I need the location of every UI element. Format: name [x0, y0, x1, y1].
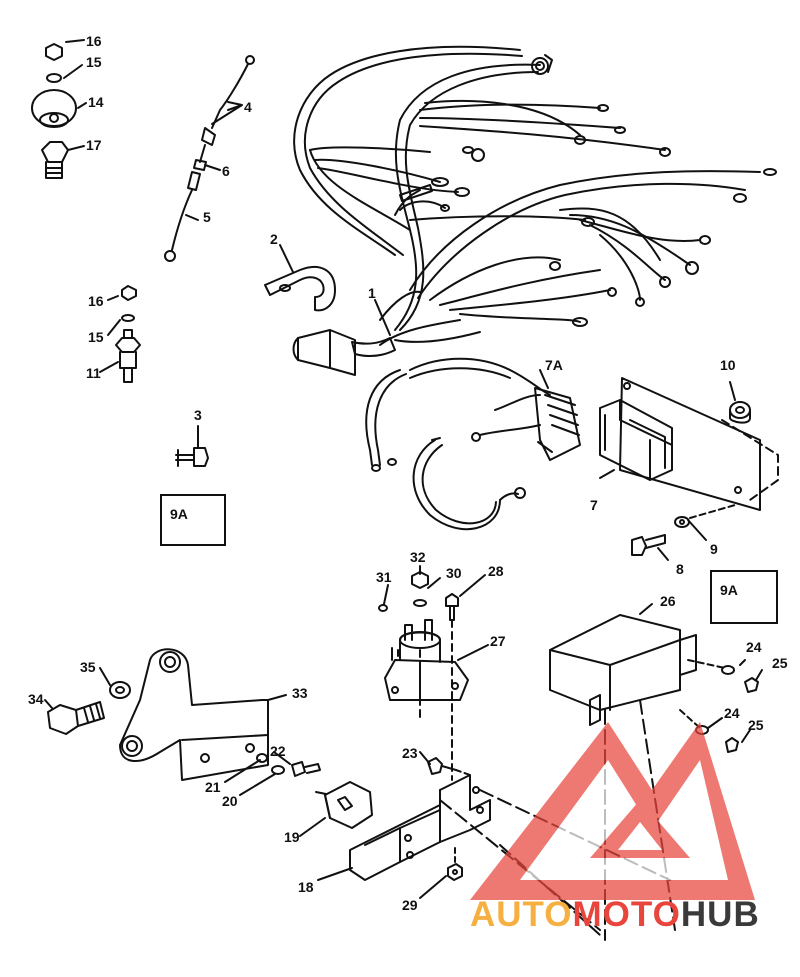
callout-1: 1: [368, 285, 376, 301]
callout-34: 34: [28, 691, 44, 707]
harness-clamp: [264, 265, 336, 312]
callout-15-mid: 15: [88, 329, 104, 345]
callout-28: 28: [488, 563, 504, 579]
callout-5: 5: [203, 209, 211, 225]
callout-25-bottom: 25: [748, 717, 764, 733]
washer-9: [674, 516, 690, 528]
callout-16-top: 16: [86, 33, 102, 49]
inset-box-9a-right: 9A: [710, 570, 778, 624]
callout-16-mid: 16: [88, 293, 104, 309]
callout-24-bottom: 24: [724, 705, 740, 721]
callout-10: 10: [720, 357, 736, 373]
callout-6: 6: [222, 163, 230, 179]
washer-35: [109, 681, 131, 699]
wire-assembly-4-5-6: [164, 55, 255, 262]
inset-box-9a-left: 9A: [160, 494, 226, 546]
inset-label-9a-left: 9A: [170, 506, 188, 522]
watermark-text: AUTOMOTOHUB: [470, 895, 760, 935]
callout-23: 23: [402, 745, 418, 761]
wire-harness-7a: [365, 357, 581, 531]
spacer-10: [729, 401, 751, 424]
bolt-8: [631, 534, 666, 556]
callout-4: 4: [244, 99, 252, 115]
wiring-harness: [292, 45, 777, 376]
callout-26: 26: [660, 593, 676, 609]
starter-solenoid: [384, 619, 469, 701]
callout-20: 20: [222, 793, 238, 809]
callout-7: 7: [590, 497, 598, 513]
circuit-breaker-19: [315, 781, 373, 829]
callout-18: 18: [298, 879, 314, 895]
callout-2: 2: [270, 231, 278, 247]
callout-9: 9: [710, 541, 718, 557]
callout-8: 8: [676, 561, 684, 577]
callout-21: 21: [205, 779, 221, 795]
cover-26: [549, 614, 697, 726]
bolt-34: [47, 701, 105, 735]
callout-25-top: 25: [772, 655, 788, 671]
callout-15-top: 15: [86, 54, 102, 70]
callout-35: 35: [80, 659, 96, 675]
callout-32: 32: [410, 549, 426, 565]
callout-27: 27: [490, 633, 506, 649]
callout-14: 14: [88, 94, 104, 110]
mounting-plate-18: [349, 774, 491, 881]
ignition-module-bracket: [599, 377, 761, 511]
watermark-part-auto: AUTO: [470, 895, 573, 934]
callout-33: 33: [292, 685, 308, 701]
inset-label-9a-right: 9A: [720, 582, 738, 598]
callout-24-top: 24: [746, 639, 762, 655]
watermark-part-moto: MOTO: [572, 895, 681, 934]
callout-7a: 7A: [545, 357, 563, 373]
callout-31: 31: [376, 569, 392, 585]
callout-19: 19: [284, 829, 300, 845]
callout-3: 3: [194, 407, 202, 423]
watermark-part-hub: HUB: [680, 895, 760, 934]
callout-30: 30: [446, 565, 462, 581]
callout-11: 11: [86, 365, 101, 381]
mounting-bracket-33: [119, 648, 269, 781]
bolt-3: [175, 447, 209, 467]
callout-29: 29: [402, 897, 418, 913]
oil-pressure-sender: [31, 43, 77, 179]
temperature-sender: [115, 285, 141, 383]
callout-22: 22: [270, 743, 286, 759]
callout-17: 17: [86, 137, 102, 153]
